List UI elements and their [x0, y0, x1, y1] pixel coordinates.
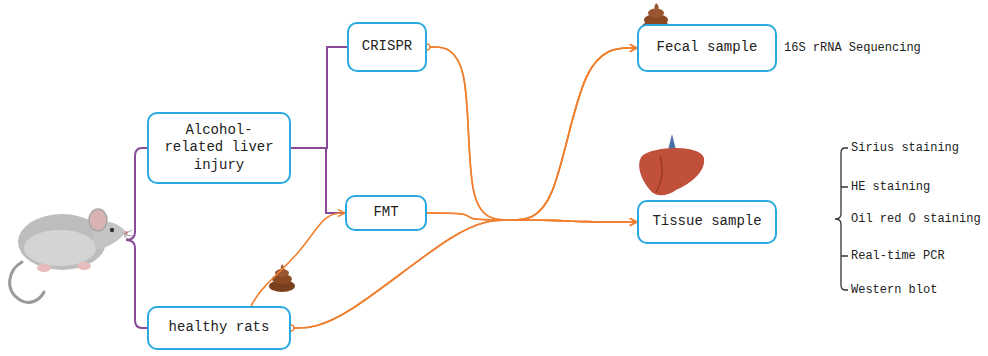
liver-icon [639, 134, 704, 195]
analysis-label: Western blot [851, 282, 937, 298]
node-label: Fecal sample [657, 39, 758, 57]
bracket-connector [291, 47, 347, 148]
flow-arrow [427, 47, 637, 222]
sample-box: Fecal sample [637, 24, 777, 72]
analysis-label: 16S rRNA Sequencing [784, 40, 921, 56]
condition-box: Alcohol-related liver injury [147, 112, 291, 184]
analysis-label: Real-time PCR [851, 248, 945, 264]
analysis-label: Oil red O staining [851, 211, 981, 227]
method-box: CRISPR [347, 22, 427, 72]
flow-arrow [291, 48, 637, 328]
bracket-connector [291, 148, 345, 213]
flow-arrow [427, 47, 637, 220]
flow-arrow [251, 213, 345, 306]
method-brace [835, 148, 848, 290]
analysis-label: HE staining [851, 179, 930, 195]
node-label: Alcohol-related liver injury [157, 122, 281, 175]
group-box: healthy rats [147, 306, 291, 350]
method-box: FMT [345, 195, 427, 231]
analysis-label: Sirius staining [851, 140, 959, 156]
group-brace [126, 148, 148, 328]
node-label: Tissue sample [652, 213, 761, 231]
node-label: CRISPR [362, 38, 412, 56]
rat-illustration [10, 209, 133, 302]
sample-box: Tissue sample [637, 200, 777, 244]
flow-arrow [427, 48, 637, 220]
node-label: healthy rats [169, 319, 270, 337]
node-label: FMT [373, 204, 398, 222]
flow-arrow [291, 220, 637, 328]
